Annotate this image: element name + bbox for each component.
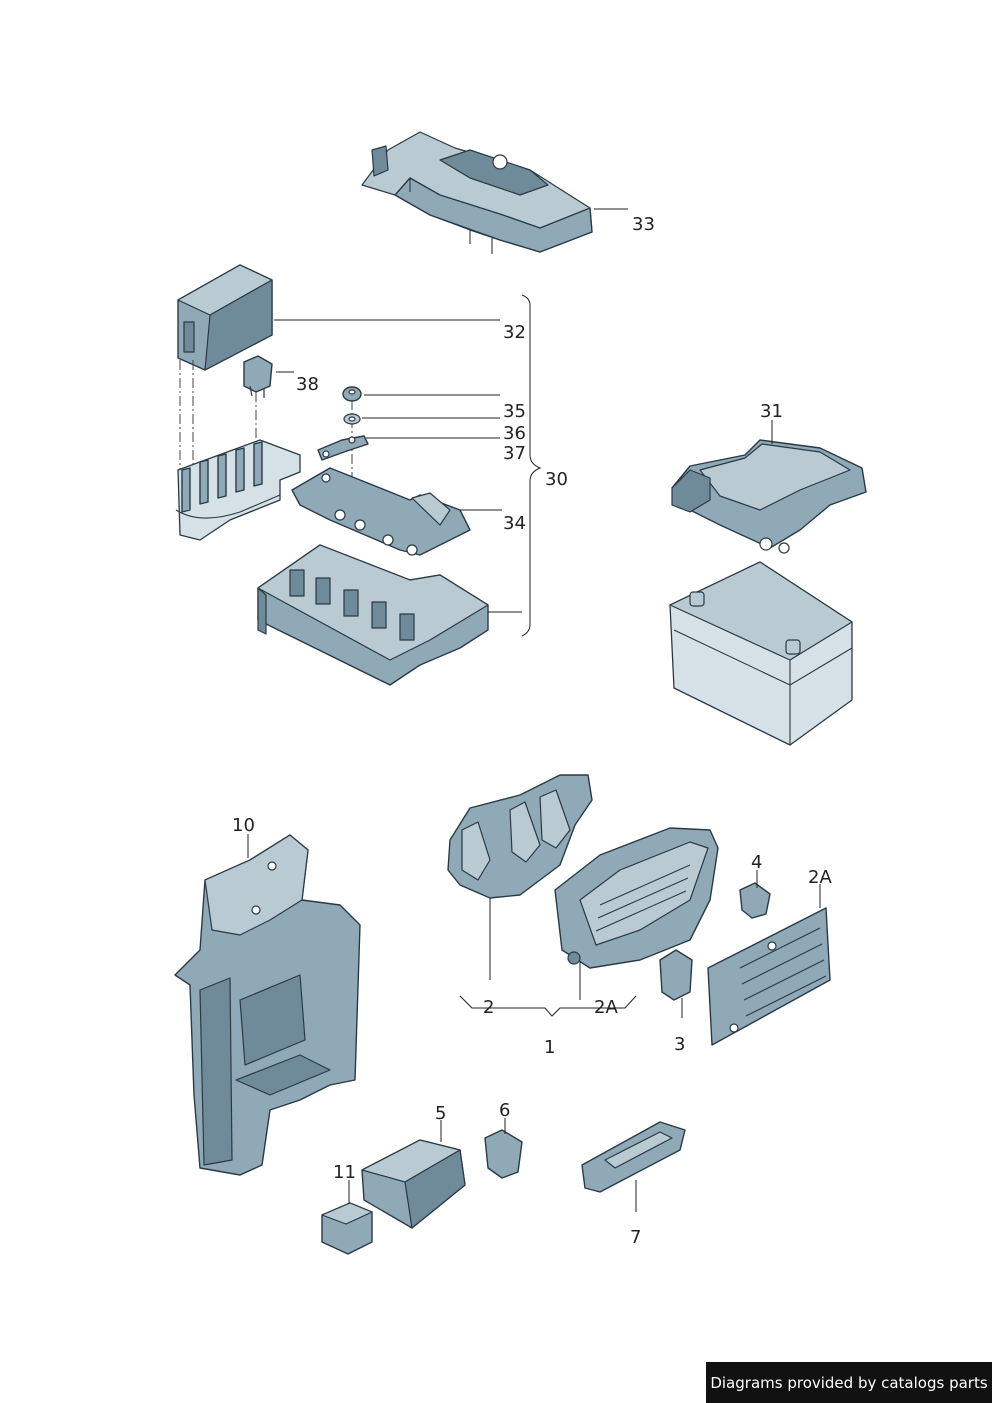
callout-2a-right: 2A <box>808 867 832 888</box>
callout-34: 34 <box>503 513 526 534</box>
part-relay-carrier <box>175 439 301 541</box>
callout-1: 1 <box>544 1037 555 1058</box>
part-32-relay-cover <box>177 264 273 371</box>
callout-30: 30 <box>545 469 568 490</box>
part-6-fuse <box>484 1129 523 1179</box>
part-5-relay-holder <box>361 1139 466 1229</box>
part-11-relay <box>321 1202 373 1255</box>
part-battery <box>669 561 853 746</box>
callout-33: 33 <box>632 214 655 235</box>
callout-31: 31 <box>760 401 783 422</box>
callout-2a-lower: 2A <box>594 997 618 1018</box>
callout-5: 5 <box>435 1103 446 1124</box>
footer-credit: Diagrams provided by catalogs parts <box>706 1362 992 1403</box>
bracket-30 <box>521 294 542 637</box>
callout-10: 10 <box>232 815 255 836</box>
callout-4: 4 <box>751 852 762 873</box>
callout-7: 7 <box>630 1227 641 1248</box>
callout-36: 36 <box>503 423 526 444</box>
callout-3: 3 <box>674 1034 685 1055</box>
callout-2: 2 <box>483 997 494 1018</box>
part-2-fusebox-cover <box>447 774 593 899</box>
part-30-fuse-base <box>257 544 489 686</box>
part-2a-fusebox-body <box>554 827 719 969</box>
part-7-fuse-puller <box>581 1121 686 1193</box>
bracket-1 <box>459 995 637 1017</box>
callout-11: 11 <box>333 1162 356 1183</box>
part-34-busbar <box>291 467 471 556</box>
part-2a-cover-plate <box>707 907 831 1046</box>
callout-38: 38 <box>296 374 319 395</box>
callout-37: 37 <box>503 443 526 464</box>
part-4-fuse <box>739 882 771 919</box>
part-3-fuse <box>659 949 693 1001</box>
part-10-carrier <box>174 834 361 1176</box>
callout-32: 32 <box>503 322 526 343</box>
part-37-terminal <box>317 435 369 461</box>
part-31-battery-cover <box>671 439 867 554</box>
callout-35: 35 <box>503 401 526 422</box>
part-33-cover <box>361 131 593 254</box>
part-38-fuse <box>243 355 273 398</box>
callout-6: 6 <box>499 1100 510 1121</box>
part-35-nut <box>342 386 362 402</box>
part-36-washer <box>343 413 361 425</box>
